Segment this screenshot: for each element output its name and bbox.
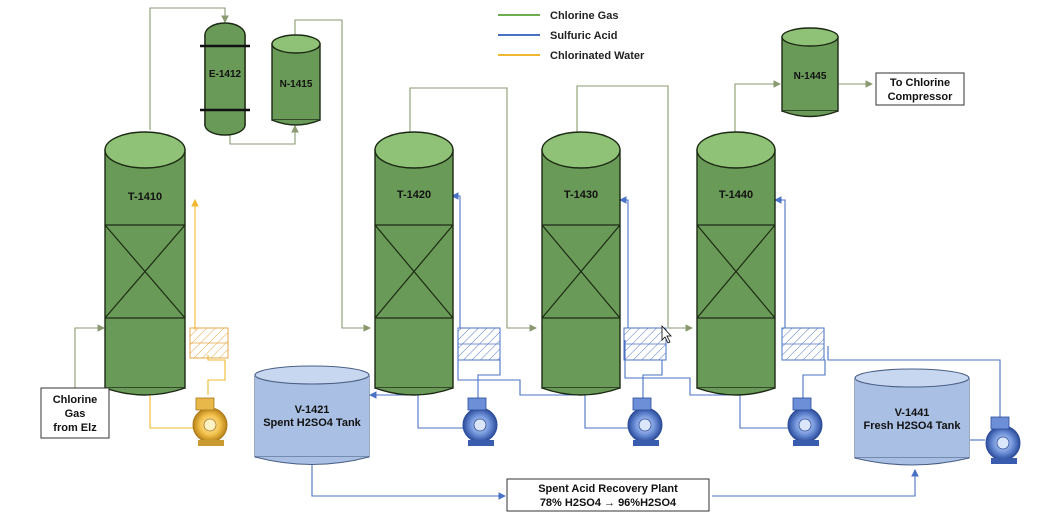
line-t1420-to-t1430 <box>409 87 538 332</box>
pump-blue-1[interactable] <box>462 397 498 446</box>
line-t1430-bottom-pump <box>584 388 630 429</box>
pump-blue-fresh[interactable] <box>985 416 1021 464</box>
vessel-label-n1415: N-1415 <box>280 79 313 90</box>
tower-label-t1440: T-1440 <box>719 189 753 201</box>
tower-label-t1420: T-1420 <box>397 189 431 201</box>
tank-v1441[interactable]: V-1441 Fresh H2SO4 Tank <box>854 368 970 466</box>
vessel-n1445[interactable]: N-1445 <box>781 27 839 118</box>
line-t1430-to-t1440 <box>576 85 694 332</box>
tank-label-v1421: V-1421 <box>295 404 330 416</box>
pump-blue-3[interactable] <box>787 397 823 446</box>
source-line-2: Gas <box>65 408 86 420</box>
line-cooler2-to-t1430 <box>618 196 629 328</box>
cooler-blue-1[interactable] <box>457 327 501 361</box>
line-t1420-bottom-pump <box>417 388 465 429</box>
line-fresh-pump-to-cooler3 <box>827 346 1001 420</box>
line-cooler3-to-t1440 <box>773 196 786 328</box>
line-v1421-to-recovery <box>311 465 507 500</box>
tower-t1430[interactable]: T-1430 <box>541 131 621 396</box>
vessel-n1415[interactable]: N-1415 <box>271 34 321 126</box>
vessel-label-n1445: N-1445 <box>794 71 827 82</box>
pump-blue-2[interactable] <box>627 397 663 446</box>
pump-yellow[interactable] <box>192 397 228 446</box>
tower-label-t1410: T-1410 <box>128 191 162 203</box>
chlorinated-water-lines <box>149 198 226 429</box>
cooler-yellow[interactable] <box>189 327 229 359</box>
legend-chlorine-label: Chlorine Gas <box>550 10 618 22</box>
tower-t1410[interactable]: T-1410 <box>104 131 186 396</box>
line-t1410-bottom-to-pump <box>149 388 195 429</box>
destination-line-2: Compressor <box>888 91 954 103</box>
line-source-to-t1410 <box>74 324 106 388</box>
line-t1440-bottom-pump <box>739 388 790 429</box>
tank-v1421[interactable]: V-1421 Spent H2SO4 Tank <box>254 365 370 465</box>
legend: Chlorine Gas Sulfuric Acid Chlorinated W… <box>498 10 645 62</box>
source-box: Chlorine Gas from Elz <box>40 387 110 439</box>
line-n1415-to-t1420 <box>294 19 372 332</box>
tower-t1420[interactable]: T-1420 <box>374 131 454 396</box>
chlorine-gas-lines <box>74 7 874 388</box>
legend-sulfuric-label: Sulfuric Acid <box>550 30 617 42</box>
line-e1412-to-n1415 <box>229 124 299 145</box>
destination-line-1: To Chlorine <box>890 77 950 89</box>
recovery-plant-box: Spent Acid Recovery Plant 78% H2SO4 → 96… <box>506 478 710 512</box>
recovery-line-1: Spent Acid Recovery Plant <box>538 483 678 495</box>
line-t1440-to-n1445 <box>734 80 782 132</box>
exchanger-e1412[interactable]: E-1412 <box>200 22 250 136</box>
tower-t1440[interactable]: T-1440 <box>696 131 776 396</box>
source-line-1: Chlorine <box>53 394 98 406</box>
tank-sublabel-v1441: Fresh H2SO4 Tank <box>864 420 962 432</box>
cooler-blue-3[interactable] <box>781 327 825 361</box>
line-t1410-to-e1412 <box>149 7 229 130</box>
line-cooler1-to-t1420 <box>450 192 461 328</box>
legend-water-label: Chlorinated Water <box>550 50 645 62</box>
line-recovery-to-v1441 <box>712 468 919 497</box>
exchanger-label-e1412: E-1412 <box>209 69 242 80</box>
line-pump-to-cooler-y <box>207 355 226 395</box>
recovery-line-2: 78% H2SO4 → 96%H2SO4 <box>540 497 677 509</box>
cooler-blue-2[interactable] <box>623 327 667 361</box>
source-line-3: from Elz <box>53 422 97 434</box>
destination-box: To Chlorine Compressor <box>875 72 965 106</box>
tower-label-t1430: T-1430 <box>564 189 598 201</box>
tank-label-v1441: V-1441 <box>895 407 930 419</box>
line-pump2-to-cooler2 <box>642 359 663 400</box>
mouse-cursor-icon <box>661 324 672 344</box>
tank-sublabel-v1421: Spent H2SO4 Tank <box>263 417 361 429</box>
line-pump3-to-cooler3 <box>802 359 826 400</box>
